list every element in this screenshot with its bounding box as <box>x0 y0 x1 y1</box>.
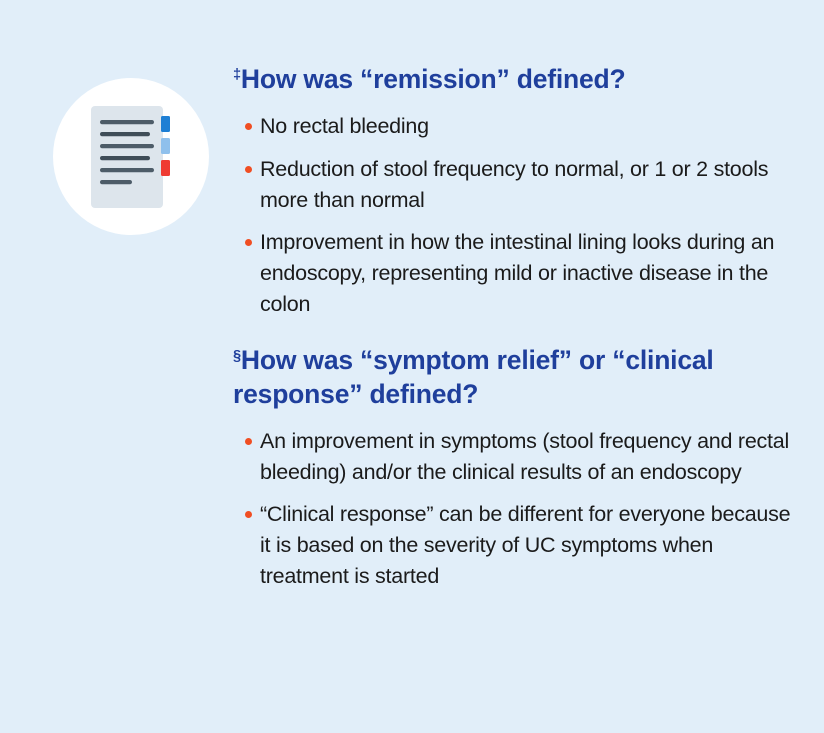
list-item-text: Reduction of stool frequency to normal, … <box>260 156 769 212</box>
list-item: Improvement in how the intestinal lining… <box>233 227 795 319</box>
bullet-dot-icon <box>245 511 252 519</box>
heading-remission: ‡How was “remission” defined? <box>233 62 795 96</box>
list-item: No rectal bleeding <box>233 111 795 142</box>
list-item: An improvement in symptoms (stool freque… <box>233 426 795 487</box>
tab-light-blue <box>161 138 170 154</box>
list-item-text: Improvement in how the intestinal lining… <box>260 230 775 316</box>
bullet-dot-icon <box>245 165 252 173</box>
list-item: Reduction of stool frequency to normal, … <box>233 154 795 215</box>
list-item-text: No rectal bleeding <box>260 114 429 139</box>
bullet-list-symptom-relief: An improvement in symptoms (stool freque… <box>233 426 795 592</box>
bullet-dot-icon <box>245 123 252 131</box>
tab-red <box>161 160 170 176</box>
section-remission: ‡How was “remission” defined? No rectal … <box>233 62 795 320</box>
bullet-dot-icon <box>245 437 252 445</box>
heading-remission-text: How was “remission” defined? <box>240 64 626 94</box>
content-column: ‡How was “remission” defined? No rectal … <box>233 62 795 592</box>
document-icon-container <box>53 78 209 235</box>
heading-symptom-relief-text: How was “symptom relief” or “clinical re… <box>233 344 714 409</box>
section-symptom-relief: §How was “symptom relief” or “clinical r… <box>233 343 795 592</box>
document-with-tabs-icon <box>91 106 170 208</box>
list-item-text: An improvement in symptoms (stool freque… <box>260 428 790 484</box>
heading-symptom-relief: §How was “symptom relief” or “clinical r… <box>233 343 795 411</box>
list-item-text: “Clinical response” can be different for… <box>260 502 791 588</box>
bullet-dot-icon <box>245 239 252 247</box>
footnote-marker-section-sign: § <box>233 347 241 364</box>
list-item: “Clinical response” can be different for… <box>233 499 795 591</box>
bullet-list-remission: No rectal bleeding Reduction of stool fr… <box>233 111 795 319</box>
footnote-marker-double-dagger: ‡ <box>233 66 241 83</box>
tab-blue <box>161 116 170 132</box>
